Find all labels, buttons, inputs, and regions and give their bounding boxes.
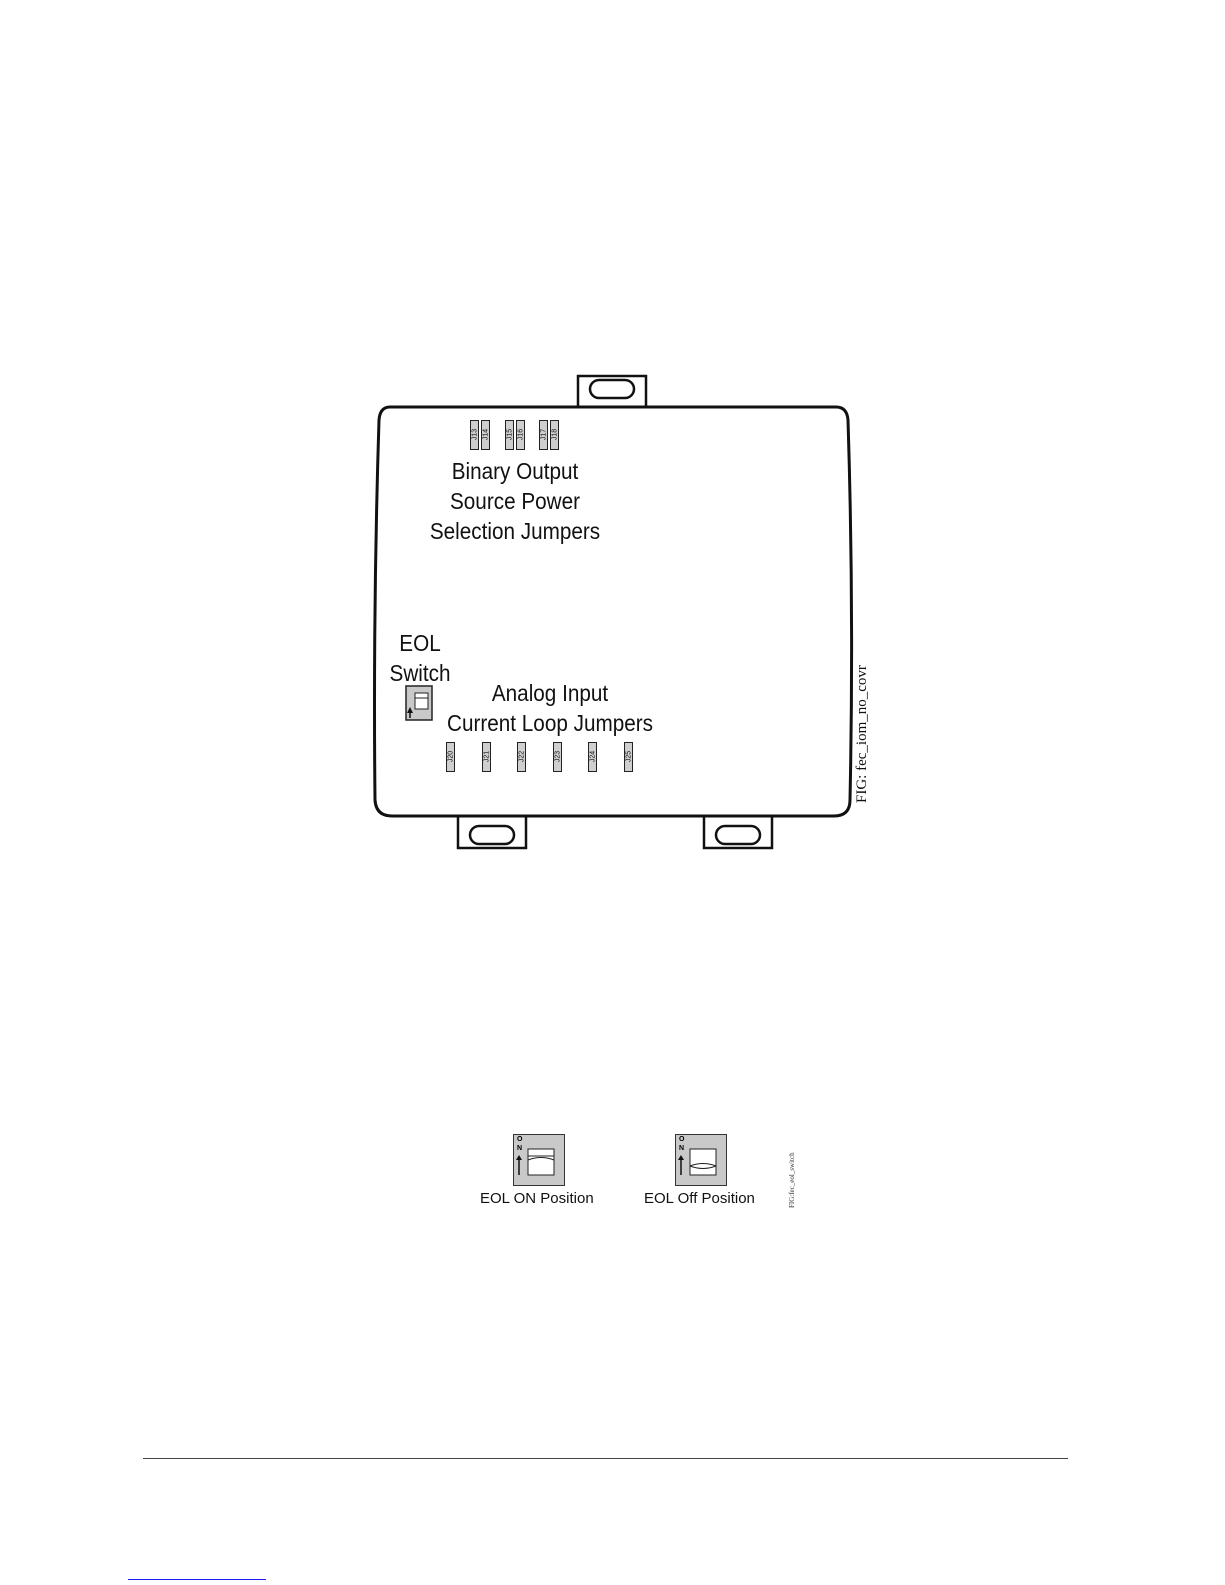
- analog-input-label-line-2: Current Loop Jumpers: [442, 708, 658, 738]
- footer-link-underline[interactable]: [128, 1579, 266, 1580]
- eol-switch-label-line-1: EOL: [380, 628, 461, 658]
- jumper-j24: J24: [588, 742, 597, 772]
- switch-up-arrow-icon: [515, 1155, 523, 1177]
- switch-slider-on-icon: [527, 1148, 557, 1178]
- binary-output-label-line-1: Binary Output: [425, 456, 605, 486]
- on-mark-n: N: [517, 1145, 522, 1152]
- binary-output-label: Binary Output Source Power Selection Jum…: [425, 456, 605, 546]
- jumper-j14: J14: [481, 420, 490, 450]
- jumper-j25: J25: [624, 742, 633, 772]
- eol-on-switch: O N: [513, 1134, 565, 1186]
- bottom-right-mounting-tab: [704, 814, 772, 848]
- jumper-j17: J17: [539, 420, 548, 450]
- eol-switch-positions-diagram: O N EOL ON Position O N EOL Off Position…: [470, 1128, 810, 1218]
- on-mark-o: O: [517, 1136, 522, 1143]
- page-bottom-rule: [143, 1458, 1068, 1459]
- eol-off-switch: O N: [675, 1134, 727, 1186]
- analog-input-label-line-1: Analog Input: [442, 678, 658, 708]
- jumper-j16: J16: [516, 420, 525, 450]
- binary-output-label-line-3: Selection Jumpers: [425, 516, 605, 546]
- eol-off-caption: EOL Off Position: [644, 1190, 755, 1207]
- bottom-left-mounting-tab: [458, 814, 526, 848]
- jumper-j20: J20: [446, 742, 455, 772]
- eol-figure-tag: FIG:fec_eol_switch: [788, 1152, 796, 1208]
- jumper-j15: J15: [505, 420, 514, 450]
- off-mark-n: N: [679, 1145, 684, 1152]
- binary-output-label-line-2: Source Power: [425, 486, 605, 516]
- eol-on-caption: EOL ON Position: [480, 1190, 594, 1207]
- top-mounting-tab: [578, 376, 646, 408]
- switch-up-arrow-icon: [677, 1155, 685, 1177]
- switch-slider-off-icon: [689, 1148, 719, 1178]
- jumper-j13: J13: [470, 420, 479, 450]
- jumper-j21: J21: [482, 742, 491, 772]
- eol-switch-on-board: [405, 685, 433, 721]
- jumper-j18: J18: [550, 420, 559, 450]
- analog-input-label: Analog Input Current Loop Jumpers: [442, 678, 658, 738]
- jumper-j23: J23: [553, 742, 562, 772]
- module-outline: [360, 370, 880, 860]
- off-mark-o: O: [679, 1136, 684, 1143]
- jumper-j22: J22: [517, 742, 526, 772]
- module-figure-tag: FIG: fec_iom_no_covr: [854, 665, 871, 803]
